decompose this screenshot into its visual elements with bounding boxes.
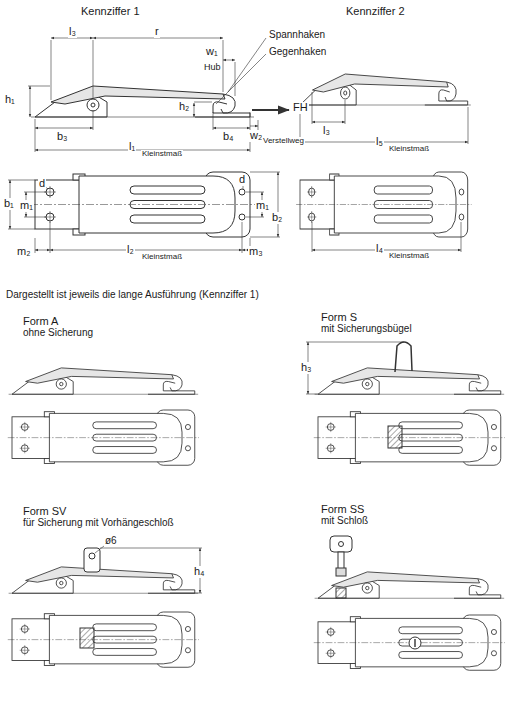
dimension-label: w₁ xyxy=(205,46,219,58)
dimension-label: m₂ xyxy=(16,246,31,258)
dimension-label: Spannhaken xyxy=(268,30,326,41)
dimension-label: l₃ xyxy=(322,125,331,137)
dimension-label: Form SS xyxy=(320,504,365,516)
dimension-label: Form SV xyxy=(22,506,67,518)
dimension-label: Kennziffer 1 xyxy=(80,6,141,18)
dimension-label: m₃ xyxy=(248,246,264,258)
dimension-label: d xyxy=(38,178,46,190)
dimension-label: h₄ xyxy=(193,566,206,578)
dimension-label: Verstellweg xyxy=(262,137,305,145)
dimension-label: m₁ xyxy=(19,200,34,212)
dimension-label: ø6 xyxy=(104,536,118,547)
dimension-label: l₅ xyxy=(375,136,384,148)
dimension-label: Kleinstmaß xyxy=(388,252,430,260)
dimension-label: b₃ xyxy=(56,131,69,143)
dimension-label: l₁ xyxy=(128,141,136,153)
dimension-label: m₁ xyxy=(255,200,270,212)
dimension-label: h₂ xyxy=(178,101,190,113)
dimension-label: r xyxy=(154,26,160,38)
dimension-label: l₄ xyxy=(375,243,384,255)
dimension-label: ohne Sicherung xyxy=(22,328,94,339)
dimension-label: l₃ xyxy=(68,26,77,38)
dimension-label: mit Schloß xyxy=(320,516,369,527)
dimension-label: Form A xyxy=(22,316,59,328)
dimension-label: Kleinstmaß xyxy=(388,145,430,153)
dimension-label: mit Sicherungsbügel xyxy=(320,324,413,335)
dimension-label: l₂ xyxy=(126,244,135,256)
dimension-label: b₂ xyxy=(271,212,283,224)
dimension-label: Kleinstmaß xyxy=(141,253,183,261)
dimension-label: FH xyxy=(292,102,309,114)
dimension-label: h₃ xyxy=(300,362,313,374)
dimension-label: b₁ xyxy=(3,198,15,210)
dimension-label: Form S xyxy=(320,312,358,324)
dimension-label: b₄ xyxy=(222,131,235,143)
dimension-label: Gegenhaken xyxy=(268,47,327,58)
dimension-label: d xyxy=(238,174,246,186)
dimension-label: Hub xyxy=(203,63,222,72)
dimension-label: Kennziffer 2 xyxy=(345,6,406,18)
dimension-label: Kleinstmaß xyxy=(141,150,183,158)
dimension-label: h₁ xyxy=(4,94,16,106)
dimension-label: Dargestellt ist jeweils die lange Ausfüh… xyxy=(5,290,260,301)
dimension-label: für Sicherung mit Vorhängeschloß xyxy=(22,518,175,529)
